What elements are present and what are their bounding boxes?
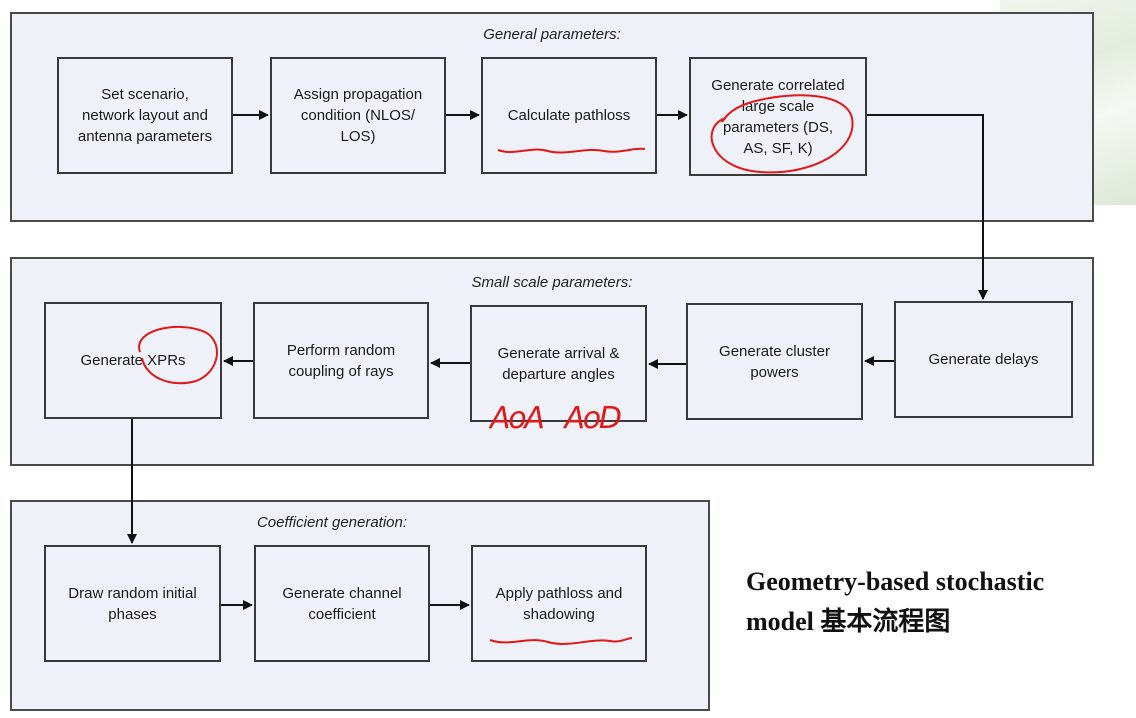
step-apply-pathloss-shadowing: Apply pathloss and shadowing [471, 545, 647, 662]
circle-xprs [138, 325, 218, 385]
step-generate-delays: Generate delays [894, 301, 1073, 418]
handwritten-aoa-aod: AoA AoD [488, 401, 622, 436]
underline-calculate-pathloss [497, 147, 646, 154]
step-arrival-departure-angles: Generate arrival & departure angles [470, 305, 647, 422]
panel-title-coefficient: Coefficient generation: [256, 514, 408, 531]
step-draw-random-phases: Draw random initial phases [44, 545, 221, 662]
step-cluster-powers: Generate cluster powers [686, 303, 863, 420]
step-assign-propagation: Assign propagation condition (NLOS/ LOS) [270, 57, 446, 174]
step-generate-channel-coefficient: Generate channel coefficient [254, 545, 430, 662]
underline-apply-pathloss [489, 637, 633, 645]
step-random-coupling: Perform random coupling of rays [253, 302, 429, 419]
panel-title-small-scale: Small scale parameters: [471, 274, 633, 291]
step-calculate-pathloss: Calculate pathloss [481, 57, 657, 174]
step-set-scenario: Set scenario, network layout and antenna… [57, 57, 233, 174]
step-generate-xprs: Generate XPRs [44, 302, 222, 419]
arrow-large-scale-to-delays [867, 114, 988, 300]
step-generate-large-scale: Generate correlated large scale paramete… [689, 57, 867, 176]
circle-large-scale-params [710, 94, 854, 174]
panel-title-general: General parameters: [483, 26, 621, 43]
diagram-caption: Geometry-based stochastic model 基本流程图 [746, 567, 1045, 636]
